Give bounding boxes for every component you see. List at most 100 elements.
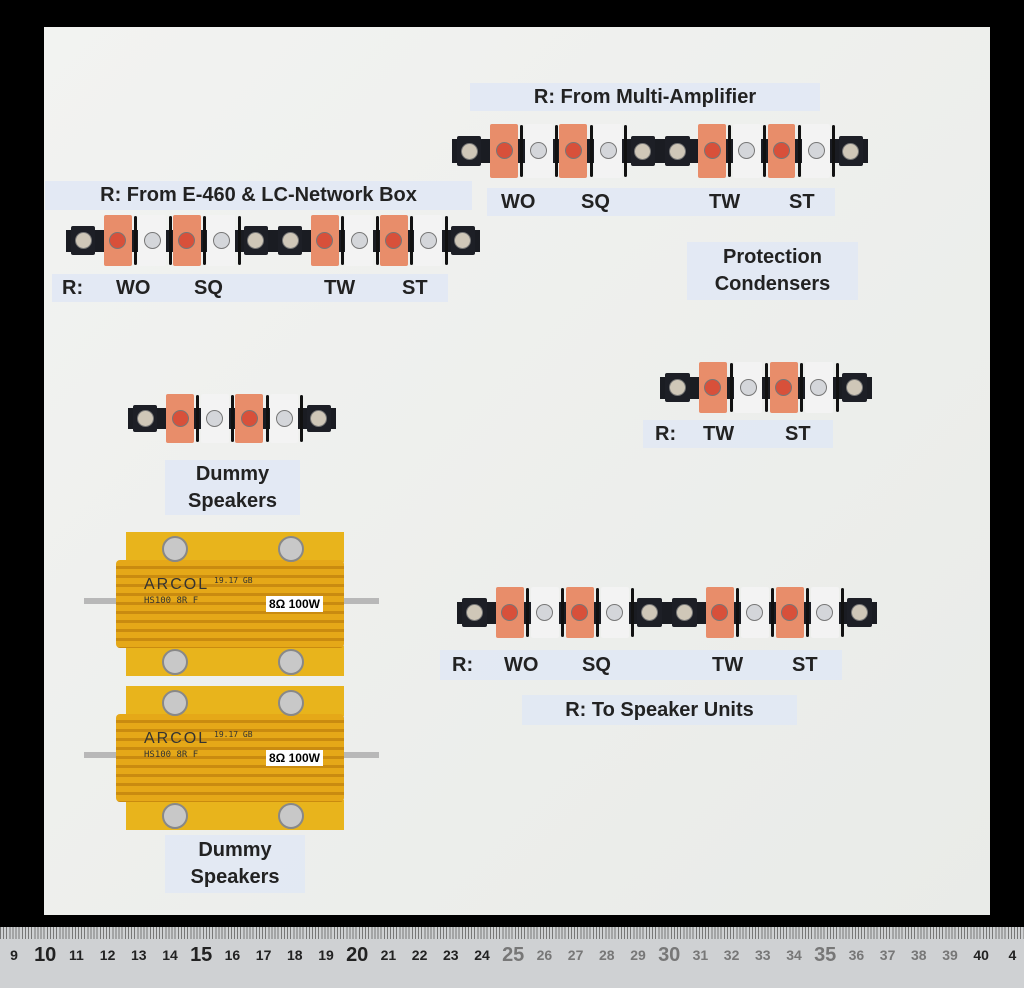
ruler-number: 33 xyxy=(755,947,771,963)
lead-right xyxy=(339,598,379,604)
strip-end-mount xyxy=(837,360,872,415)
e460-channel-labels: R: WO SQ TW ST xyxy=(52,274,448,302)
ruler-number: 37 xyxy=(879,947,896,963)
screw-icon xyxy=(385,232,403,249)
copper-terminal xyxy=(766,360,804,415)
strip-end-mount xyxy=(625,122,660,180)
silver-terminal xyxy=(737,585,774,640)
silver-terminal xyxy=(801,360,839,415)
wire-clip xyxy=(800,363,804,412)
label-st: ST xyxy=(402,276,428,299)
bolt-icon xyxy=(278,690,304,716)
ruler-number: 27 xyxy=(567,947,584,963)
strip-end-mount xyxy=(457,585,492,640)
screw-icon xyxy=(212,232,230,249)
bolt-icon xyxy=(278,536,304,562)
wire-clip xyxy=(729,363,733,412)
screw-icon xyxy=(350,232,368,249)
silver-terminal xyxy=(799,122,836,180)
label-st: ST xyxy=(792,653,818,676)
resistor-brand: ARCOL xyxy=(144,730,210,747)
resistor-rating: 8Ω 100W xyxy=(266,750,323,766)
e460-title: R: From E-460 & LC-Network Box xyxy=(45,181,472,210)
wire-clip xyxy=(555,125,559,177)
strip-end-mount xyxy=(446,213,481,268)
screw-icon xyxy=(842,142,860,160)
lead-left xyxy=(84,752,124,758)
screw-icon xyxy=(419,232,437,249)
silver-terminal xyxy=(267,392,304,445)
label-st: ST xyxy=(789,190,815,213)
screw-icon xyxy=(316,232,334,249)
screw-icon xyxy=(310,409,328,427)
screw-icon xyxy=(704,379,722,396)
resistor-model: HS100 8R F xyxy=(144,596,199,606)
ruler-number: 36 xyxy=(848,947,865,963)
screw-icon xyxy=(171,410,189,427)
bolt-icon xyxy=(162,649,188,675)
ruler-number: 13 xyxy=(131,947,147,963)
ruler-number: 10 xyxy=(34,944,57,966)
screw-icon xyxy=(738,142,756,160)
ruler-number: 24 xyxy=(474,947,490,963)
wire-clip xyxy=(237,216,241,265)
ruler-number: 38 xyxy=(911,947,927,963)
screw-icon xyxy=(564,142,582,160)
resistor-brand: ARCOL xyxy=(144,576,210,593)
terminal-strip-multi-amp xyxy=(452,122,868,180)
speaker-channel-labels: R: WO SQ TW ST xyxy=(440,650,842,680)
screw-icon xyxy=(669,379,687,396)
strip-end-mount xyxy=(667,585,702,640)
label-sq: SQ xyxy=(581,190,610,213)
lead-left xyxy=(84,598,124,604)
wire-clip xyxy=(203,216,206,265)
screw-icon xyxy=(143,232,161,249)
wire-clip xyxy=(589,125,593,177)
label-r: R: xyxy=(655,422,677,445)
copper-terminal xyxy=(492,585,529,640)
ruler-number: 32 xyxy=(723,947,740,963)
silver-terminal xyxy=(731,360,768,415)
screw-icon xyxy=(466,604,483,621)
label-line: Speakers xyxy=(190,866,280,888)
screw-icon xyxy=(772,142,790,160)
ruler-number: 28 xyxy=(599,947,615,963)
screw-icon xyxy=(668,142,686,160)
wire-clip xyxy=(300,395,304,442)
screw-icon xyxy=(495,142,513,160)
screw-icon xyxy=(641,604,658,621)
wire-clip xyxy=(561,588,564,637)
copper-terminal xyxy=(562,585,599,640)
ruler-number: 16 xyxy=(224,947,241,963)
wire-clip xyxy=(728,125,732,177)
ruler-number: 18 xyxy=(287,947,303,963)
wire-clip xyxy=(231,395,235,442)
label-text: R: To Speaker Units xyxy=(565,698,754,721)
wire-clip xyxy=(763,125,767,177)
screw-icon xyxy=(634,142,652,160)
label-line: Condensers xyxy=(714,273,831,295)
dummy-speakers-label-top: Dummy Speakers xyxy=(165,460,300,515)
wire-clip xyxy=(841,588,844,637)
strip-end-mount xyxy=(632,585,667,640)
resistor-1: ARCOL 19.17 GB HS100 8R F 8Ω 100W xyxy=(84,532,379,677)
ruler-number: 21 xyxy=(380,947,397,963)
ruler-number: 25 xyxy=(502,944,525,966)
ruler-number: 23 xyxy=(443,947,459,963)
screw-icon xyxy=(109,232,127,249)
screw-icon xyxy=(281,232,299,249)
ruler-number: 20 xyxy=(346,944,369,966)
dummy-speakers-label-bottom: Dummy Speakers xyxy=(165,835,305,893)
wire-clip xyxy=(341,216,344,265)
copper-terminal xyxy=(556,122,593,180)
silver-terminal xyxy=(197,392,235,445)
strip-end-mount xyxy=(301,392,336,445)
lead-right xyxy=(339,752,379,758)
resistor-model: HS100 8R F xyxy=(144,750,199,760)
copper-terminal xyxy=(764,122,801,180)
screw-icon xyxy=(711,604,728,621)
multi-amp-title: R: From Multi-Amplifier xyxy=(470,83,820,111)
screw-icon xyxy=(599,142,617,160)
terminal-strip-condenser xyxy=(660,360,872,415)
label-wo: WO xyxy=(504,653,539,676)
